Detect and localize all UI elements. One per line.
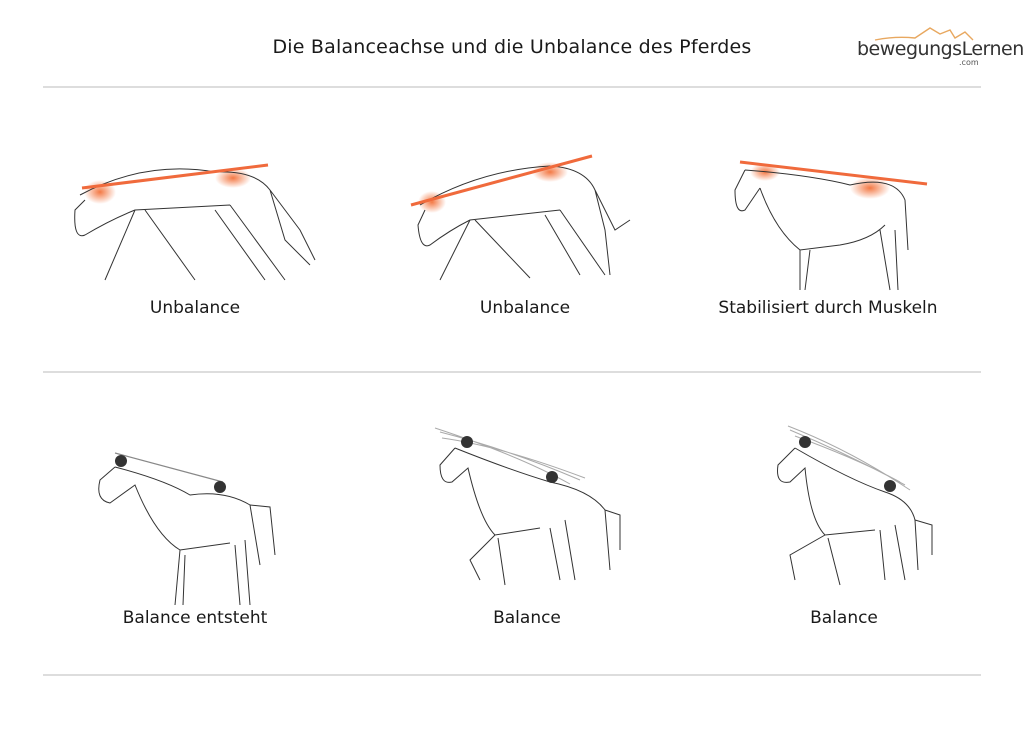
caption-unbalance-2: Unbalance (479, 298, 571, 318)
illustration-stabilized: Stabilisiert durch Muskeln (700, 150, 1000, 350)
illustration-balance-forming: Balance entsteht (55, 445, 355, 645)
logo: bewegungsLernen .com (855, 24, 1024, 74)
illustration-balance-1: Balance (380, 420, 680, 628)
horse-trot-drawing-icon (410, 154, 631, 281)
logo-suffix: .com (959, 58, 979, 67)
illustration-unbalance-1: Unbalance (55, 150, 355, 350)
horse-collected-drawing-icon (434, 427, 621, 586)
logo-text: bewegungsLernen (857, 38, 1024, 60)
horse-rider-logo-icon (874, 27, 974, 41)
divider-middle (43, 371, 981, 373)
caption-unbalance-1: Unbalance (149, 298, 241, 318)
caption-balance-1: Balance (493, 608, 561, 628)
horse-trot-drawing-icon (74, 163, 316, 281)
caption-balance-forming: Balance entsteht (122, 608, 268, 628)
horse-standing-drawing-icon (98, 452, 276, 606)
page-title: Die Balanceachse und die Unbalance des P… (272, 36, 752, 58)
illustration-unbalance-2: Unbalance (380, 150, 680, 350)
horse-standing-drawing-icon (734, 160, 928, 291)
caption-stabilized: Stabilisiert durch Muskeln (718, 298, 938, 318)
divider-top (43, 86, 981, 88)
horse-collected-drawing-icon (777, 425, 933, 586)
divider-bottom (43, 674, 981, 676)
illustration-balance-2: Balance (700, 420, 1000, 628)
caption-balance-2: Balance (810, 608, 878, 628)
